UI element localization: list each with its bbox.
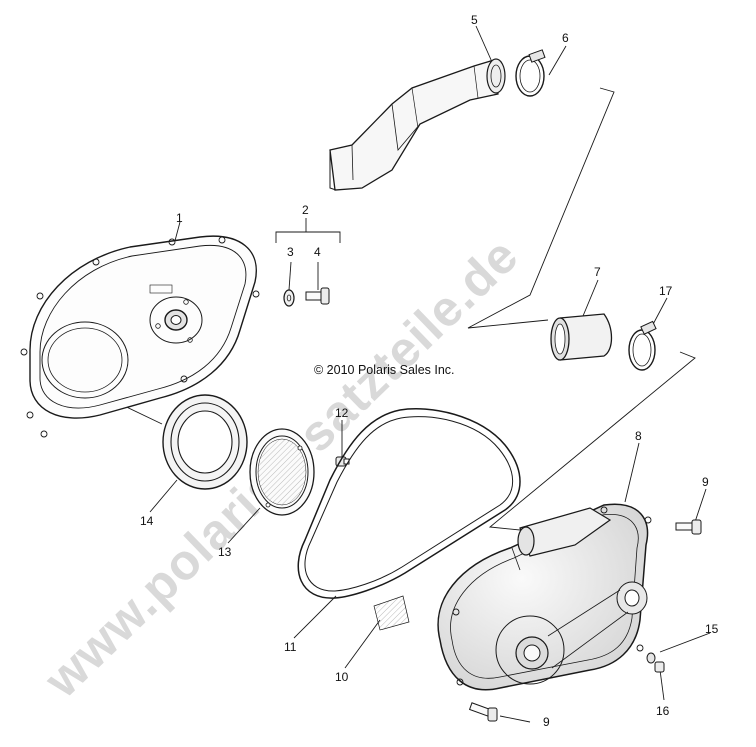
part-10-label <box>373 595 410 631</box>
callout-9-right: 9 <box>702 475 709 489</box>
callout-8: 8 <box>635 429 642 443</box>
callout-4: 4 <box>314 245 321 259</box>
callout-7: 7 <box>594 265 601 279</box>
callout-labels: 1 2 3 4 5 6 7 8 9 9 10 11 12 13 14 15 16… <box>140 13 719 729</box>
callout-1: 1 <box>176 211 183 225</box>
part-9-bolt-right <box>675 519 702 535</box>
callout-12: 12 <box>335 406 349 420</box>
callout-15: 15 <box>705 622 719 636</box>
part-8-outer-clutch-cover <box>437 503 652 691</box>
part-14-seal <box>162 394 248 490</box>
callout-11: 11 <box>284 640 297 654</box>
part-13-plate <box>249 428 315 516</box>
part-1-inner-clutch-cover <box>20 235 260 438</box>
part-4-bolt <box>305 287 330 305</box>
callout-14: 14 <box>140 514 154 528</box>
part-17-hose-clamp <box>628 320 657 371</box>
part-5-intake-duct <box>329 58 506 191</box>
callout-17: 17 <box>659 284 673 298</box>
callout-9-bottom: 9 <box>543 715 550 729</box>
part-9-bolt-bottom <box>468 702 498 722</box>
callout-13: 13 <box>218 545 232 559</box>
part-11-drive-belt <box>297 408 521 599</box>
callout-5: 5 <box>471 13 478 27</box>
part-16-plug <box>654 661 665 673</box>
part-15-grommet <box>646 652 656 664</box>
part-3-washer <box>283 289 295 307</box>
callout-16: 16 <box>656 704 670 718</box>
part-7-coupler-tube <box>550 313 613 361</box>
copyright-text: © 2010 Polaris Sales Inc. <box>314 363 455 377</box>
callout-10: 10 <box>335 670 349 684</box>
part-6-hose-clamp <box>515 49 546 97</box>
callout-6: 6 <box>562 31 569 45</box>
callout-2: 2 <box>302 203 309 217</box>
callout-3: 3 <box>287 245 294 259</box>
